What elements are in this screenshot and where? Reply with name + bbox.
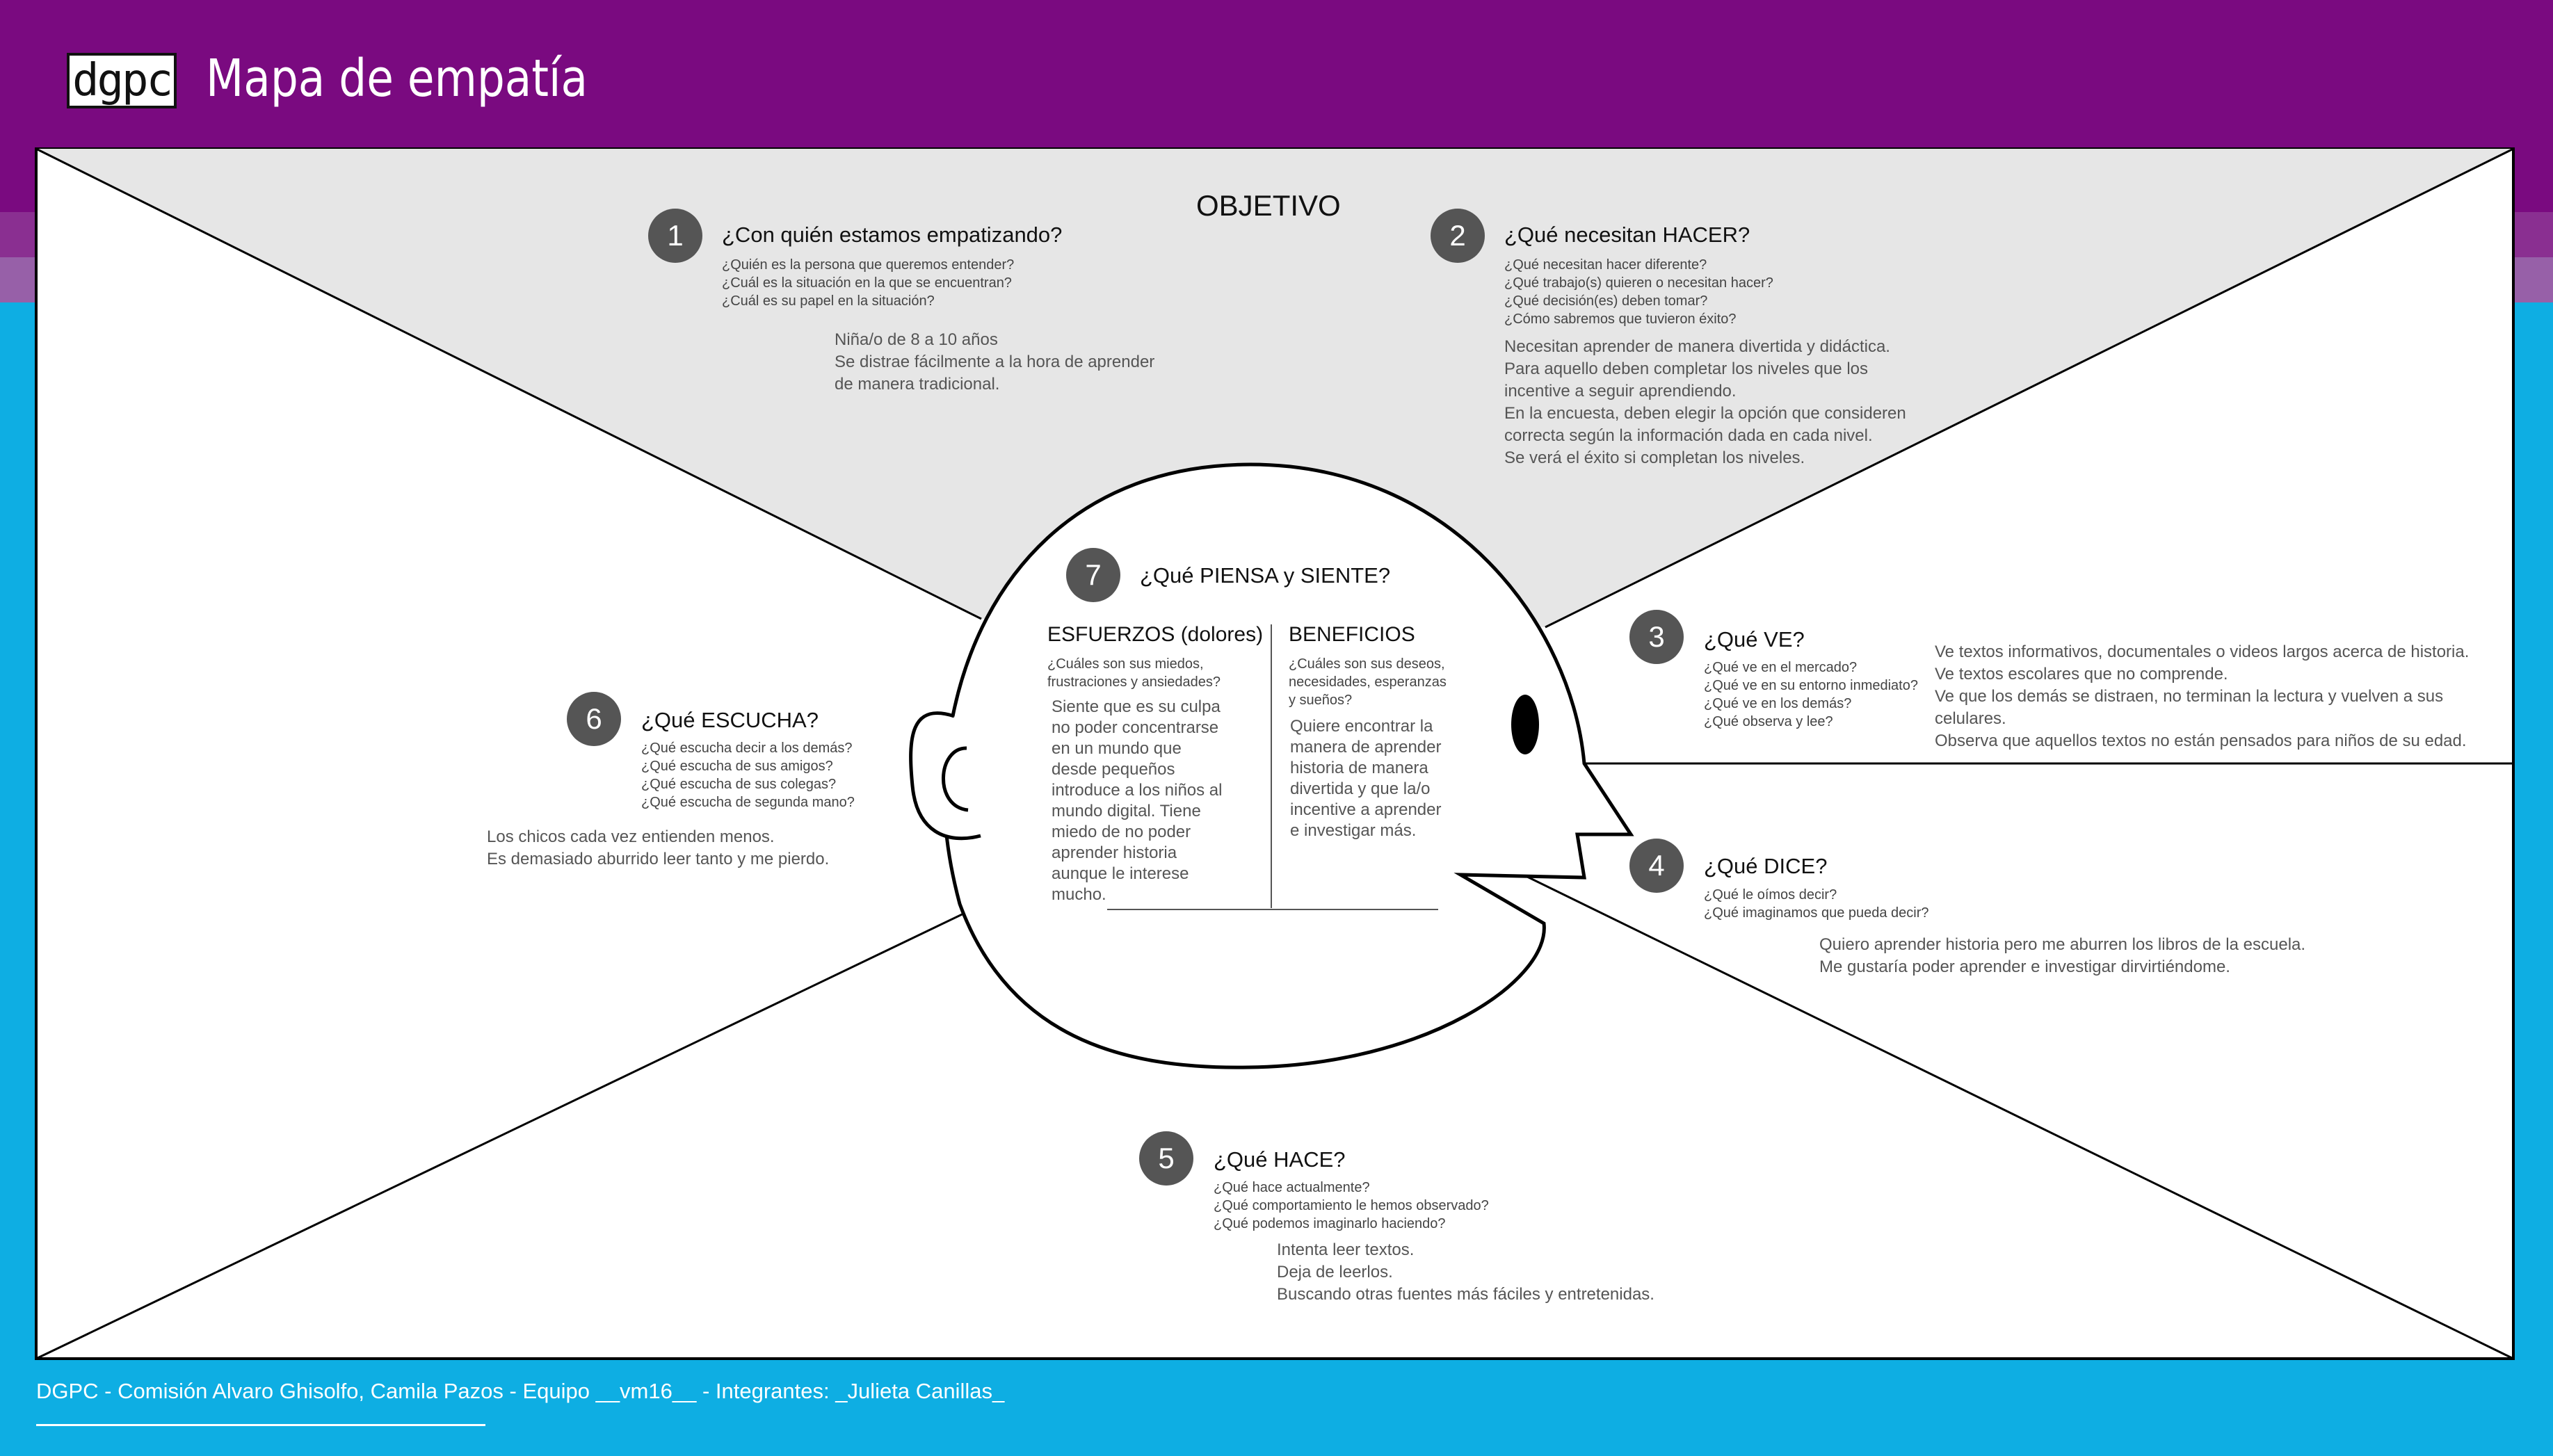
- section-questions: ¿Qué escucha decir a los demás? ¿Qué esc…: [641, 739, 855, 811]
- section-title: ¿Qué VE?: [1704, 627, 1805, 652]
- divider-line: [35, 147, 982, 620]
- question: ¿Qué ve en el mercado?: [1704, 660, 1858, 675]
- ear-outline: [909, 711, 981, 841]
- section-title: ¿Qué ESCUCHA?: [641, 708, 819, 732]
- page-title: Mapa de empatía: [206, 49, 588, 108]
- section-number-badge: 6: [567, 692, 621, 746]
- question: ¿Qué podemos imaginarlo haciendo?: [1214, 1216, 1446, 1231]
- section-number-badge: 4: [1629, 839, 1684, 893]
- question: ¿Qué necesitan hacer diferente?: [1504, 257, 1707, 273]
- dgpc-logo: dgpc: [67, 53, 177, 108]
- section-number-badge: 1: [648, 209, 702, 263]
- eye: [1511, 695, 1539, 754]
- question: ¿Qué ve en su entorno inmediato?: [1704, 678, 1918, 693]
- question: ¿Qué escucha de sus colegas?: [641, 777, 837, 792]
- section-number-badge: 2: [1431, 209, 1485, 263]
- section-questions: ¿Quién es la persona que queremos entend…: [722, 256, 1014, 310]
- question: ¿Qué le oímos decir?: [1704, 887, 1837, 903]
- gains-title: BENEFICIOS: [1289, 623, 1415, 646]
- section-answer: Los chicos cada vez entienden menos. Es …: [487, 827, 830, 868]
- section-questions: ¿Qué necesitan hacer diferente? ¿Qué tra…: [1504, 256, 1773, 328]
- question: frustraciones y ansiedades?: [1047, 674, 1221, 690]
- question: ¿Qué comportamiento le hemos observado?: [1214, 1198, 1489, 1213]
- question: ¿Qué imaginamos que pueda decir?: [1704, 905, 1929, 921]
- question: y sueños?: [1289, 693, 1353, 708]
- gains-answer: Quiere encontrar la manera de aprender h…: [1290, 717, 1442, 840]
- section-title: ¿Qué PIENSA y SIENTE?: [1140, 563, 1391, 588]
- question: ¿Qué escucha de segunda mano?: [641, 795, 855, 810]
- objective-label: OBJETIVO: [1196, 189, 1341, 222]
- question: ¿Cuáles son sus miedos,: [1047, 656, 1204, 672]
- question: ¿Cuáles son sus deseos,: [1289, 656, 1445, 672]
- section-answer: Quiero aprender historia pero me aburren…: [1819, 935, 2306, 976]
- question: ¿Qué decisión(es) deben tomar?: [1504, 293, 1708, 309]
- pains-answer: Siente que es su culpa no poder concentr…: [1052, 697, 1223, 904]
- section-questions: ¿Qué ve en el mercado? ¿Qué ve en su ent…: [1704, 658, 1918, 731]
- section-questions: ¿Qué hace actualmente? ¿Qué comportamien…: [1214, 1179, 1489, 1233]
- question: ¿Qué trabajo(s) quieren o necesitan hace…: [1504, 275, 1773, 291]
- section-answer: Niña/o de 8 a 10 años Se distrae fácilme…: [835, 330, 1155, 394]
- question: ¿Qué hace actualmente?: [1214, 1180, 1370, 1195]
- section-title: ¿Qué HACE?: [1214, 1147, 1346, 1172]
- section-questions: ¿Qué le oímos decir? ¿Qué imaginamos que…: [1704, 886, 1929, 922]
- divider-line: [1522, 873, 2514, 1360]
- section-answer: Ve textos informativos, documentales o v…: [1935, 642, 2470, 750]
- section-title: ¿Qué DICE?: [1704, 854, 1828, 878]
- section-title: ¿Con quién estamos empatizando?: [722, 223, 1063, 247]
- question: ¿Qué observa y lee?: [1704, 714, 1833, 729]
- pains-title: ESFUERZOS (dolores): [1047, 623, 1264, 646]
- empathy-map-board: [35, 147, 2515, 1360]
- section-answer: Intenta leer textos. Deja de leerlos. Bu…: [1277, 1240, 1654, 1304]
- question: ¿Quién es la persona que queremos entend…: [722, 257, 1015, 273]
- footer-credits: DGPC - Comisión Alvaro Ghisolfo, Camila …: [36, 1379, 1005, 1403]
- divider-line: [35, 908, 973, 1360]
- question: necesidades, esperanzas: [1289, 674, 1447, 690]
- question: ¿Cuál es la situación en la que se encue…: [722, 275, 1012, 291]
- pains-questions: ¿Cuáles son sus miedos, frustraciones y …: [1047, 655, 1221, 691]
- section-answer: Necesitan aprender de manera divertida y…: [1504, 337, 1906, 467]
- question: ¿Qué escucha decir a los demás?: [641, 741, 853, 756]
- head-outline: [942, 462, 1634, 1069]
- objective-zone: [36, 149, 2513, 627]
- ear-inner: [942, 746, 969, 812]
- question: ¿Qué escucha de sus amigos?: [641, 759, 833, 774]
- section-number-badge: 3: [1629, 610, 1684, 664]
- section-title: ¿Qué necesitan HACER?: [1504, 223, 1750, 247]
- question: ¿Cuál es su papel en la situación?: [722, 293, 935, 309]
- footer-underline: [36, 1424, 485, 1426]
- question: ¿Cómo sabremos que tuvieron éxito?: [1504, 312, 1737, 327]
- question: ¿Qué ve en los demás?: [1704, 696, 1852, 711]
- section-number-badge: 5: [1139, 1131, 1193, 1186]
- divider-line: [1545, 147, 2514, 629]
- gains-questions: ¿Cuáles son sus deseos, necesidades, esp…: [1289, 655, 1447, 709]
- section-number-badge: 7: [1066, 548, 1120, 602]
